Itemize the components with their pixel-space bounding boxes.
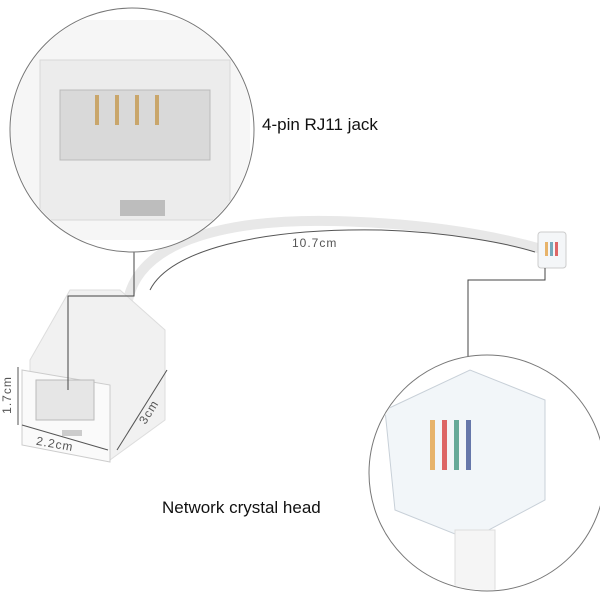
head-leader-line — [467, 268, 546, 360]
rj11-jack-body — [21, 289, 166, 463]
cable-length-label: 10.7cm — [292, 236, 338, 250]
width-dimension-line — [21, 424, 109, 451]
cable-length-arrow — [149, 229, 536, 291]
crystal-head-label: Network crystal head — [162, 498, 321, 517]
plug-closeup-circle — [368, 354, 600, 592]
height-label: 1.7cm — [0, 376, 14, 414]
jack-leader-line — [67, 243, 135, 390]
cable — [123, 215, 550, 305]
depth-dimension-line — [116, 369, 168, 451]
jack-closeup-circle — [9, 7, 255, 253]
jack-label: 4-pin RJ11 jack — [262, 115, 378, 134]
rj11-plug — [537, 231, 567, 269]
